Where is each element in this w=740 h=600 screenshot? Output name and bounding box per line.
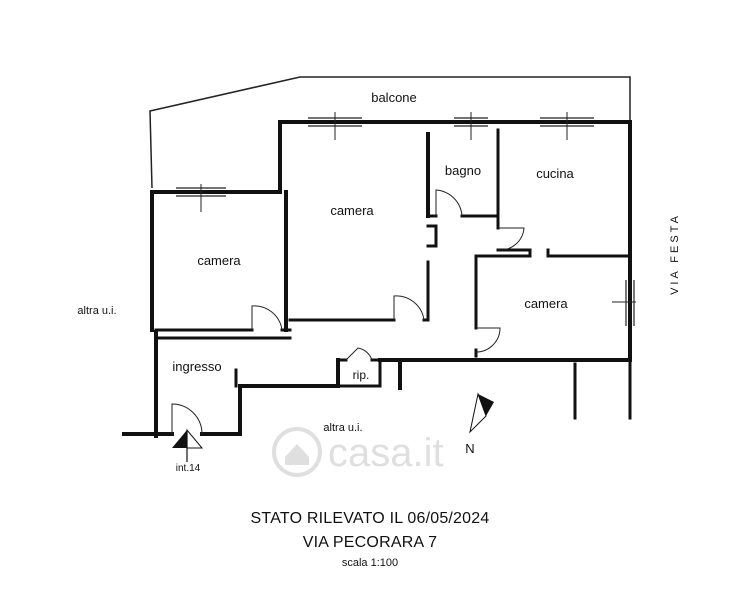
door-camera-center <box>393 295 425 321</box>
house-logo-icon <box>272 427 322 477</box>
window-camera-center <box>308 112 362 140</box>
caption-address: VIA PECORARA 7 <box>302 534 438 551</box>
balcony-outline <box>149 76 631 189</box>
label-street: VIA FESTA <box>669 213 681 295</box>
caption-scale: scala 1:100 <box>341 557 399 569</box>
label-entrance: int.14 <box>176 463 201 474</box>
doors <box>171 189 525 435</box>
label-cucina: cucina <box>536 166 574 181</box>
label-camera-left: camera <box>197 253 241 268</box>
window-camera-right <box>612 280 636 326</box>
label-north: N <box>465 441 474 456</box>
window-cucina <box>540 112 594 140</box>
entrance-arrow-icon <box>172 428 204 462</box>
walls <box>122 120 632 438</box>
watermark-text: casa.it <box>328 431 444 475</box>
window-camera-left <box>176 184 226 212</box>
door-rip <box>345 347 373 361</box>
label-altra-left: altra u.i. <box>77 305 116 317</box>
label-altra-bottom: altra u.i. <box>323 422 362 434</box>
door-cucina <box>497 227 525 251</box>
label-camera-center: camera <box>330 203 374 218</box>
north-arrow-icon <box>469 392 494 434</box>
door-camera-right <box>475 327 501 353</box>
door-bagno <box>435 189 463 217</box>
door-entrance <box>171 403 203 435</box>
window-bagno <box>454 112 488 140</box>
label-balcone: balcone <box>371 90 417 105</box>
label-camera-right: camera <box>524 296 568 311</box>
door-camera-left <box>251 305 283 331</box>
label-rip: rip. <box>353 368 370 382</box>
caption-survey-date: STATO RILEVATO IL 06/05/2024 <box>250 510 490 527</box>
label-ingresso: ingresso <box>172 359 221 374</box>
windows <box>176 112 636 326</box>
watermark: casa.it <box>272 427 444 477</box>
label-bagno: bagno <box>445 163 481 178</box>
